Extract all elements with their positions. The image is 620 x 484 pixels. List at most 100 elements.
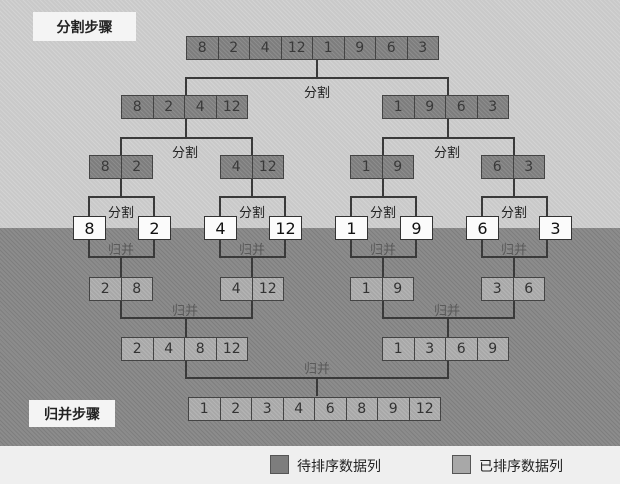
leaf-cell: 2 (138, 216, 171, 240)
array-cell: 4 (220, 155, 253, 179)
array-cell: 9 (413, 95, 446, 119)
array-cell: 6 (375, 36, 408, 60)
merge-steps-label: 归并步骤 (29, 400, 115, 427)
bracket-line (88, 196, 155, 198)
leaf-cell: 8 (73, 216, 106, 240)
array-cell: 2 (120, 155, 153, 179)
merge-op-label: 归并 (433, 304, 461, 319)
connector-line (185, 361, 187, 379)
array-cell: 1 (350, 155, 383, 179)
bracket-line (219, 196, 286, 198)
merge-result-array: 1 2 3 4 6 8 9 12 (188, 397, 441, 421)
legend-swatch-unsorted (270, 455, 289, 474)
array-cell: 6 (481, 155, 514, 179)
leaf-cell: 12 (269, 216, 302, 240)
array-cell: 8 (186, 36, 219, 60)
array-cell: 2 (219, 397, 252, 421)
merge-level1-array: 1 9 (350, 277, 414, 301)
connector-line (447, 119, 449, 138)
connector-line (513, 179, 515, 197)
connector-line (284, 240, 286, 258)
split-level2-array: 1 9 (350, 155, 414, 179)
split-level1-right-array: 1 9 6 3 (382, 95, 509, 119)
array-cell: 3 (406, 36, 439, 60)
array-cell: 12 (251, 277, 284, 301)
connector-line (350, 196, 352, 216)
connector-line (447, 77, 449, 95)
merge-op-label: 归并 (303, 362, 331, 377)
connector-line (316, 60, 318, 78)
array-cell: 6 (445, 337, 478, 361)
split-level1-left-array: 8 2 4 12 (121, 95, 248, 119)
bracket-line (382, 137, 515, 139)
merge-level1-array: 4 12 (220, 277, 284, 301)
connector-line (88, 196, 90, 216)
connector-line (382, 256, 384, 277)
bracket-line (481, 196, 548, 198)
connector-line (251, 137, 253, 155)
array-cell: 1 (350, 277, 383, 301)
array-cell: 2 (89, 277, 122, 301)
connector-line (513, 301, 515, 319)
bracket-line (350, 196, 417, 198)
array-cell: 2 (217, 36, 250, 60)
split-op-label: 分割 (171, 146, 199, 161)
connector-line (481, 196, 483, 216)
connector-line (251, 179, 253, 197)
array-cell: 12 (215, 337, 248, 361)
connector-line (415, 240, 417, 258)
connector-line (316, 377, 318, 396)
array-cell: 4 (282, 397, 315, 421)
connector-line (120, 137, 122, 155)
connector-line (251, 301, 253, 319)
array-cell: 3 (251, 397, 284, 421)
connector-line (219, 240, 221, 258)
merge-level1-array: 2 8 (89, 277, 153, 301)
bracket-line (185, 77, 449, 79)
leaf-cell: 3 (539, 216, 572, 240)
bracket-line (120, 137, 253, 139)
array-cell: 12 (215, 95, 248, 119)
split-op-label: 分割 (238, 206, 266, 221)
array-cell: 3 (481, 277, 514, 301)
array-cell: 8 (89, 155, 122, 179)
connector-line (447, 317, 449, 337)
array-cell: 4 (184, 95, 217, 119)
array-cell: 12 (280, 36, 313, 60)
array-cell: 9 (381, 155, 414, 179)
merge-level1-array: 3 6 (481, 277, 545, 301)
connector-line (415, 196, 417, 216)
connector-line (546, 196, 548, 216)
split-op-label: 分割 (500, 206, 528, 221)
merge-level2-right-array: 1 3 6 9 (382, 337, 509, 361)
legend-swatch-sorted (452, 455, 471, 474)
connector-line (153, 196, 155, 216)
array-cell: 8 (121, 95, 154, 119)
split-level2-array: 6 3 (481, 155, 545, 179)
array-cell: 1 (382, 337, 415, 361)
leaf-cell: 1 (335, 216, 368, 240)
connector-line (153, 240, 155, 258)
array-cell: 4 (249, 36, 282, 60)
legend-label-sorted: 已排序数据列 (479, 459, 563, 475)
array-cell: 9 (377, 397, 410, 421)
merge-op-label: 归并 (171, 304, 199, 319)
array-cell: 8 (345, 397, 378, 421)
leaf-cell: 9 (400, 216, 433, 240)
array-cell: 9 (343, 36, 376, 60)
connector-line (382, 301, 384, 319)
connector-line (546, 240, 548, 258)
array-cell: 12 (251, 155, 284, 179)
connector-line (88, 240, 90, 258)
array-cell: 4 (152, 337, 185, 361)
connector-line (513, 256, 515, 277)
connector-line (382, 137, 384, 155)
array-cell: 6 (512, 277, 545, 301)
array-cell: 3 (413, 337, 446, 361)
connector-line (185, 119, 187, 138)
array-cell: 1 (188, 397, 221, 421)
array-cell: 9 (476, 337, 509, 361)
array-cell: 8 (120, 277, 153, 301)
connector-line (350, 240, 352, 258)
